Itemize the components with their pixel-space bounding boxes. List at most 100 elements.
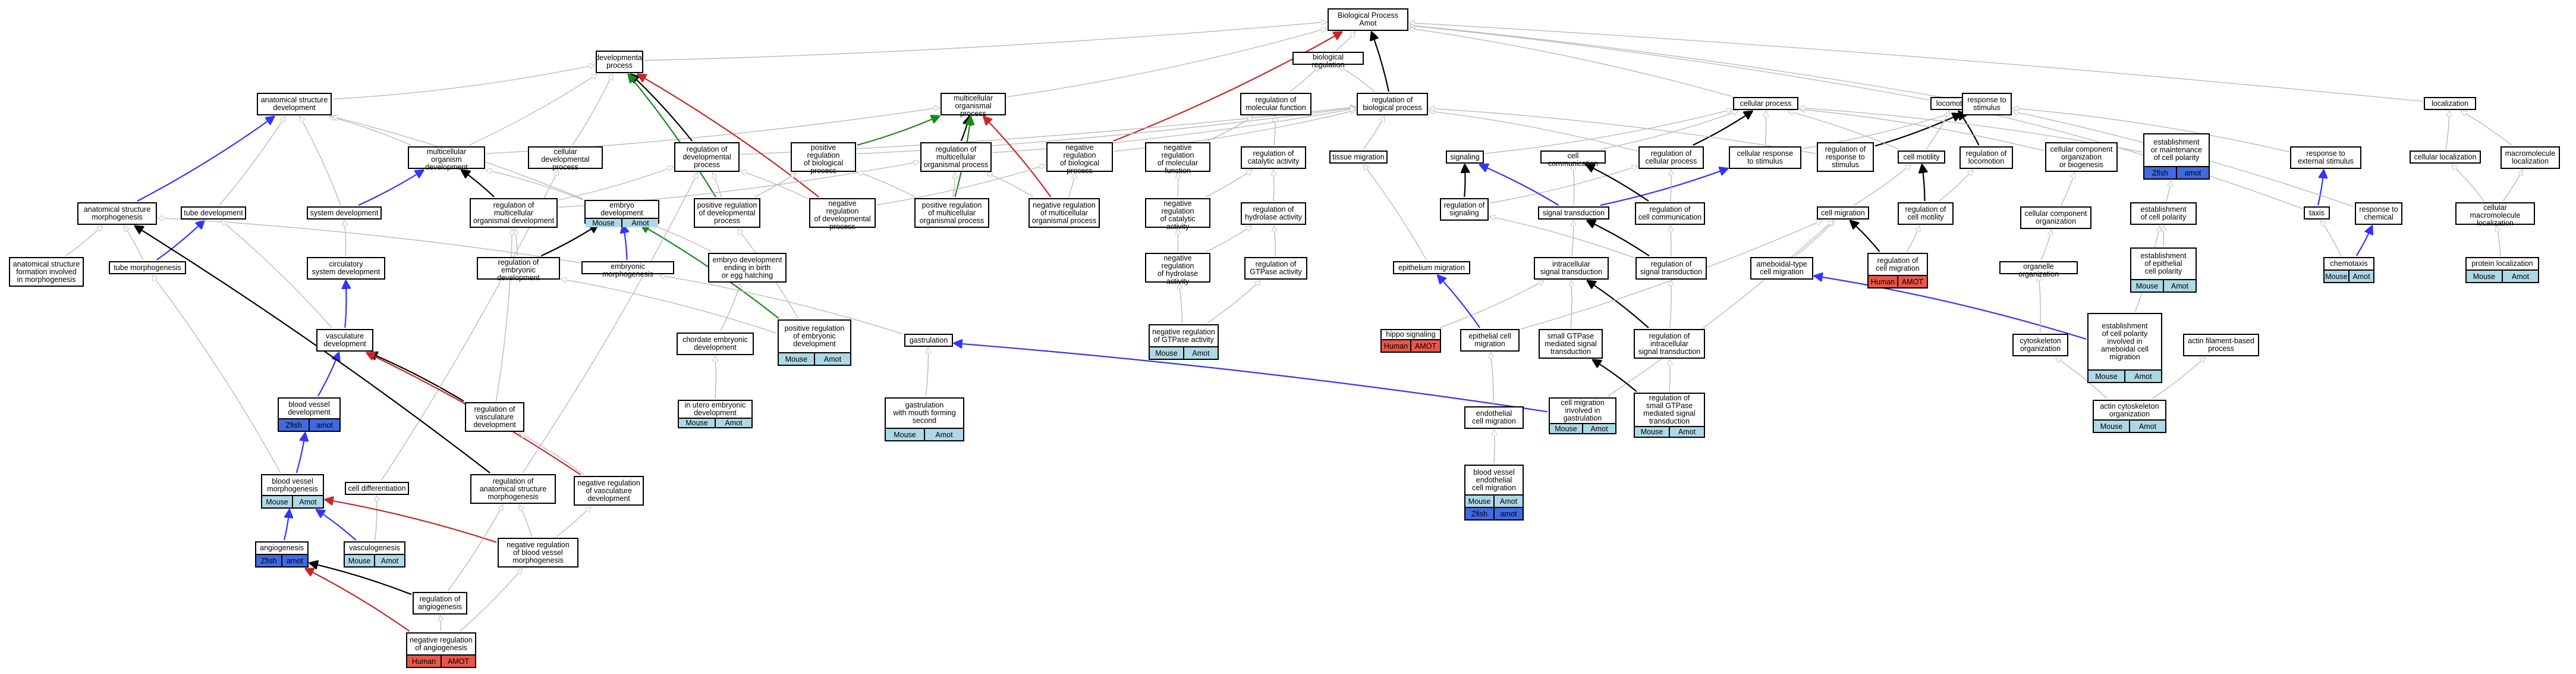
go-term-node-mml[interactable]: macromolecule localization [2500,146,2560,169]
go-term-node-afbp[interactable]: actin filament-based process [2183,334,2259,356]
go-term-node-cco[interactable]: cellular component organization [2020,206,2091,229]
go-term-node-emcp[interactable]: establishment or maintenance of cell pol… [2143,133,2210,180]
go-term-node-rtes[interactable]: response to external stimulus [2290,146,2361,169]
go-term-node-asm[interactable]: anatomical structure morphogenesis [77,202,157,225]
go-term-node-pred[interactable]: positive regulation of embryonic develop… [778,319,851,366]
go-term-node-rha[interactable]: regulation of hydrolase activity [1241,202,1306,225]
go-term-node-ecp[interactable]: establishment of cell polarity [2130,202,2197,225]
go-term-node-mod[interactable]: multicellular organism development [408,146,485,171]
go-term-node-rmod[interactable]: regulation of multicellular organismal d… [470,198,558,228]
go-term-node-endocellmig[interactable]: endothelial cell migration [1464,406,1524,429]
gene-tag: amot [1493,508,1523,519]
go-term-node-taxis[interactable]: taxis [2304,206,2330,220]
go-term-node-celldiff[interactable]: cell differentiation [345,482,409,495]
go-term-node-sysdev[interactable]: system development [307,206,382,220]
go-term-node-rdp[interactable]: regulation of developmental process [674,142,740,172]
go-term-node-eecp[interactable]: establishment of epithelial cell polarit… [2130,247,2197,293]
go-term-node-ros[interactable]: regulation of signaling [1440,198,1489,221]
go-term-node-rocc[interactable]: regulation of cell communication [1635,202,1705,225]
go-term-node-localization[interactable]: localization [2424,97,2476,110]
go-term-node-epimig[interactable]: epithelium migration [1393,261,1470,274]
go-term-node-rcp[interactable]: regulation of cellular process [1638,146,1704,169]
go-term-node-prmop[interactable]: positive regulation of multicellular org… [914,198,989,228]
go-term-node-nrmop[interactable]: negative regulation of multicellular org… [1028,198,1100,228]
go-term-node-nrdp[interactable]: negative regulation of developmental pro… [809,198,876,231]
go-term-node-cedev[interactable]: chordate embryonic development [677,333,754,355]
go-term-node-epicellmig[interactable]: epithelial cell migration [1460,329,1520,352]
go-term-node-rsgtp[interactable]: regulation of small GTPase mediated sign… [1634,393,1705,438]
go-term-node-smallgtp[interactable]: small GTPase mediated signal transductio… [1539,329,1603,359]
go-term-node-rst[interactable]: regulation of signal transduction [1635,257,1707,280]
go-term-node-tubedev[interactable]: tube development [181,206,246,220]
go-term-node-rca[interactable]: regulation of catalytic activity [1241,146,1306,169]
go-term-node-cp[interactable]: cellular process [1733,97,1798,110]
go-term-node-nrbp[interactable]: negative regulation of biological proces… [1046,142,1113,175]
go-term-node-gastr[interactable]: gastrulation [904,334,953,347]
go-term-node-prbp[interactable]: positive regulation of biological proces… [791,142,856,175]
go-term-node-prdp[interactable]: positive regulation of developmental pro… [694,198,760,228]
go-term-node-rts[interactable]: response to stimulus [1962,93,2012,115]
go-term-node-cmig[interactable]: cell migration [1817,206,1869,220]
go-term-node-cmml[interactable]: cellular macromolecule localization [2455,202,2535,227]
go-term-node-mop[interactable]: multicellular organismal process [941,93,1006,118]
go-term-node-nrca[interactable]: negative regulation of catalytic activit… [1145,198,1210,231]
go-term-node-ecpiamc[interactable]: establishment of cell polarity involved … [2087,313,2162,383]
go-term-node-rl[interactable]: regulation of locomotion [1959,146,2013,169]
go-term-node-rocm[interactable]: regulation of cell motility [1898,202,1954,225]
go-term-node-cl[interactable]: cellular localization [2410,151,2481,164]
go-term-node-oo[interactable]: organelle organization [1999,261,2078,278]
go-term-node-cm[interactable]: cell motility [1898,151,1945,164]
go-term-node-rasm[interactable]: regulation of anatomical structure morph… [470,474,556,504]
go-term-node-embmorph[interactable]: embryonic morphogenesis [581,261,674,278]
go-term-node-acm[interactable]: ameboidal-type cell migration [1750,257,1813,280]
go-term-node-dev[interactable]: developmental process [595,51,644,73]
go-term-node-cytoorg[interactable]: cytoskeleton organization [2012,334,2068,356]
go-term-node-sig[interactable]: signaling [1446,151,1484,164]
go-term-node-rist[interactable]: regulation of intracellular signal trans… [1634,329,1705,359]
go-term-node-nrmf[interactable]: negative regulation of molecular functio… [1145,142,1210,175]
go-term-node-asfim[interactable]: anatomical structure formation involved … [9,257,84,287]
go-term-node-bp[interactable]: Biological Process Amot [1328,8,1408,31]
go-term-node-nrbvmorph[interactable]: negative regulation of blood vessel morp… [498,538,578,568]
go-term-node-rtc[interactable]: response to chemical [2355,202,2402,225]
go-term-node-rvascdev[interactable]: regulation of vasculature development [465,402,524,432]
go-term-node-breg[interactable]: biological regulation [1292,52,1364,69]
go-term-node-rmop[interactable]: regulation of multicellular organismal p… [920,142,992,172]
go-term-node-edebh[interactable]: embryo development ending in birth or eg… [708,253,787,283]
go-term-node-nrvascdev[interactable]: negative regulation of vasculature devel… [574,476,644,506]
go-term-node-crs[interactable]: cellular response to stimulus [1729,146,1801,169]
go-term-node-st[interactable]: signal transduction [1538,206,1609,220]
go-term-node-csd[interactable]: circulatory system development [307,257,385,280]
go-term-node-tubemorph[interactable]: tube morphogenesis [109,261,186,274]
go-term-node-ist[interactable]: intracellular signal transduction [1534,257,1609,280]
go-term-node-rbp[interactable]: regulation of biological process [1357,93,1428,115]
go-term-node-asd[interactable]: anatomical structure development [257,93,332,115]
go-term-node-vascdev[interactable]: vasculature development [316,329,373,352]
go-term-node-rangio[interactable]: regulation of angiogenesis [413,592,467,615]
go-term-node-ccob[interactable]: cellular component organization or bioge… [2045,142,2118,172]
go-term-node-rrs[interactable]: regulation of response to stimulus [1817,142,1874,172]
go-term-node-rgtpase[interactable]: regulation of GTPase activity [1244,257,1307,280]
go-term-node-red[interactable]: regulation of embryonic development [477,257,560,282]
go-term-node-tm[interactable]: tissue migration [1329,151,1388,164]
go-term-node-cc[interactable]: cell communication [1540,151,1606,168]
go-term-node-cdp[interactable]: cellular developmental process [528,146,603,171]
go-term-node-rmf[interactable]: regulation of molecular function [1240,93,1311,115]
go-term-node-nrha[interactable]: negative regulation of hydrolase activit… [1145,253,1210,286]
